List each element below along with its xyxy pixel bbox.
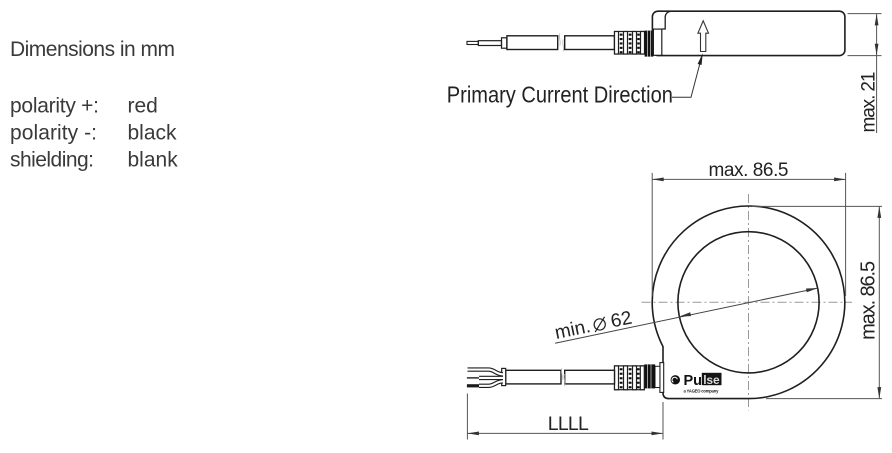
svg-text:polarity -:: polarity -:	[10, 121, 97, 144]
svg-text:blank: blank	[128, 148, 179, 171]
svg-text:max. 86.5: max. 86.5	[857, 261, 879, 340]
svg-text:shielding:: shielding:	[10, 148, 94, 171]
svg-text:red: red	[128, 94, 158, 117]
svg-text:max. 21: max. 21	[858, 72, 879, 133]
svg-text:black: black	[128, 121, 178, 144]
svg-text:Pu: Pu	[684, 373, 703, 389]
svg-text:max. 86.5: max. 86.5	[709, 160, 789, 181]
svg-text:lse: lse	[703, 373, 720, 387]
svg-text:polarity +:: polarity +:	[10, 94, 99, 117]
svg-text:Primary Current Direction: Primary Current Direction	[447, 81, 673, 108]
svg-text:LLLL: LLLL	[548, 413, 589, 435]
svg-text:Dimensions in mm: Dimensions in mm	[10, 38, 175, 61]
svg-text:62: 62	[609, 308, 634, 333]
svg-text:a YAGEO company: a YAGEO company	[684, 388, 720, 393]
